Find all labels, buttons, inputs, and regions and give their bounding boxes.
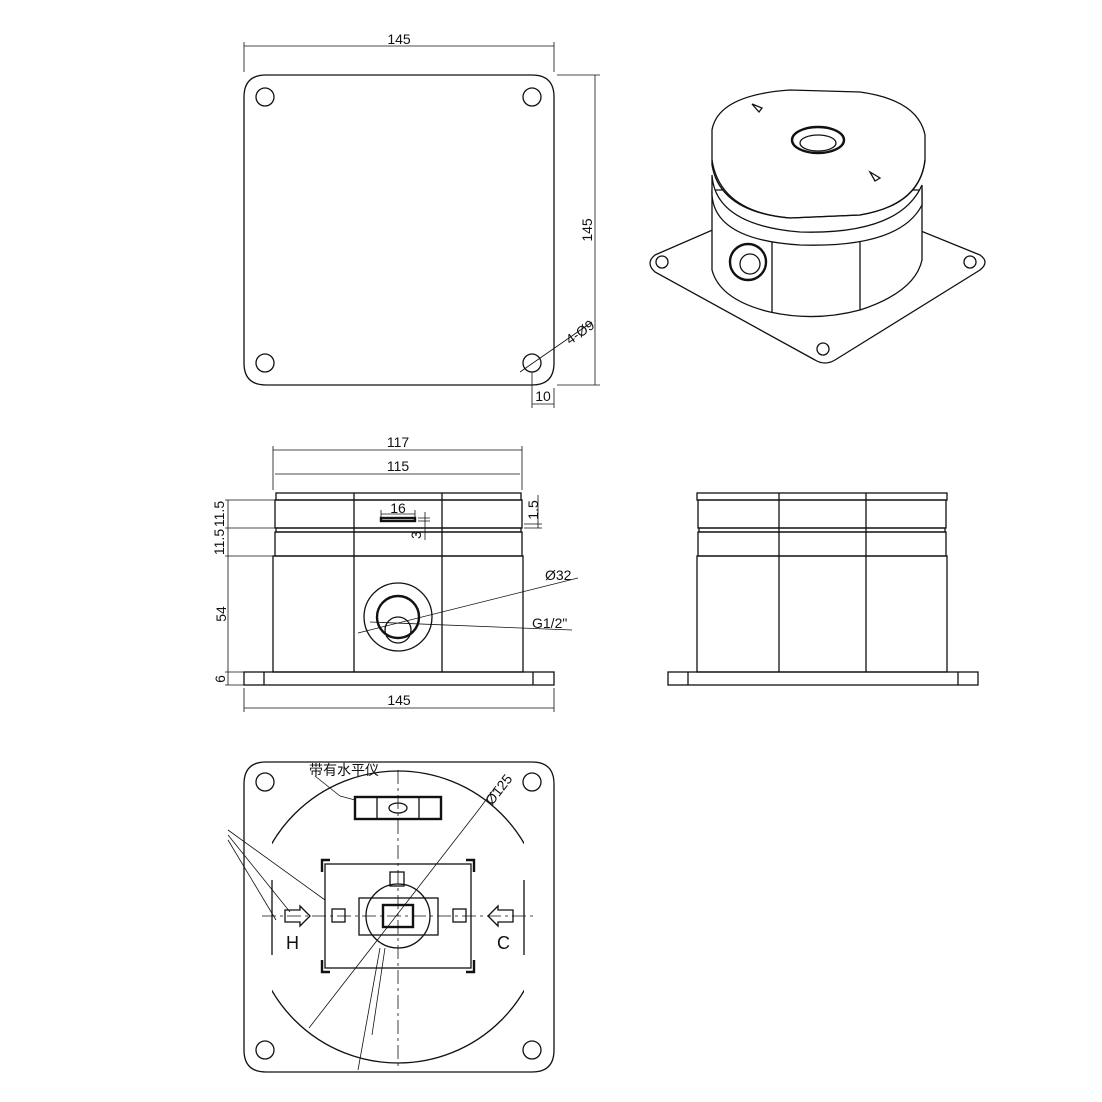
plate-outline bbox=[243, 74, 555, 386]
side-view bbox=[667, 492, 979, 686]
front-view: Ø32 G1/2" 117 115 11.5 11.5 54 6 1.5 16 … bbox=[211, 434, 579, 712]
cold-label: C bbox=[497, 933, 510, 953]
isometric-view bbox=[649, 89, 986, 364]
dim-slot-depth: 3 bbox=[408, 531, 424, 539]
mount-hole bbox=[255, 353, 275, 373]
dim-layer-mid: 11.5 bbox=[211, 529, 227, 555]
bottom-view: 带有水平仪 Ø125 H C bbox=[227, 761, 555, 1073]
dim-layer-top: 11.5 bbox=[211, 501, 227, 527]
dim-step: 1.5 bbox=[525, 500, 541, 520]
port-thread bbox=[375, 594, 421, 640]
dim-height: 145 bbox=[579, 218, 595, 242]
dim-slot-width: 16 bbox=[390, 500, 406, 516]
port-diameter-label: Ø32 bbox=[545, 567, 572, 583]
dim-base-width: 145 bbox=[387, 692, 411, 708]
mount-hole bbox=[522, 353, 542, 373]
mount-hole bbox=[522, 87, 542, 107]
dim-width: 145 bbox=[387, 31, 411, 47]
dim-body-height: 54 bbox=[213, 606, 229, 622]
hole-callout: 4-Ø9 bbox=[563, 316, 598, 347]
mount-hole bbox=[255, 87, 275, 107]
port-outer bbox=[363, 582, 433, 652]
hot-label: H bbox=[286, 933, 299, 953]
dim-base-height: 6 bbox=[212, 675, 228, 683]
port-thread-label: G1/2" bbox=[532, 615, 567, 631]
dim-inner-width: 115 bbox=[387, 458, 410, 474]
level-note: 带有水平仪 bbox=[309, 762, 379, 778]
dim-hole-offset: 10 bbox=[535, 388, 551, 404]
dim-outer-width: 117 bbox=[387, 434, 410, 450]
top-view: 145 145 4-Ø9 10 bbox=[243, 31, 600, 408]
circle-diameter-label: Ø125 bbox=[482, 771, 516, 808]
